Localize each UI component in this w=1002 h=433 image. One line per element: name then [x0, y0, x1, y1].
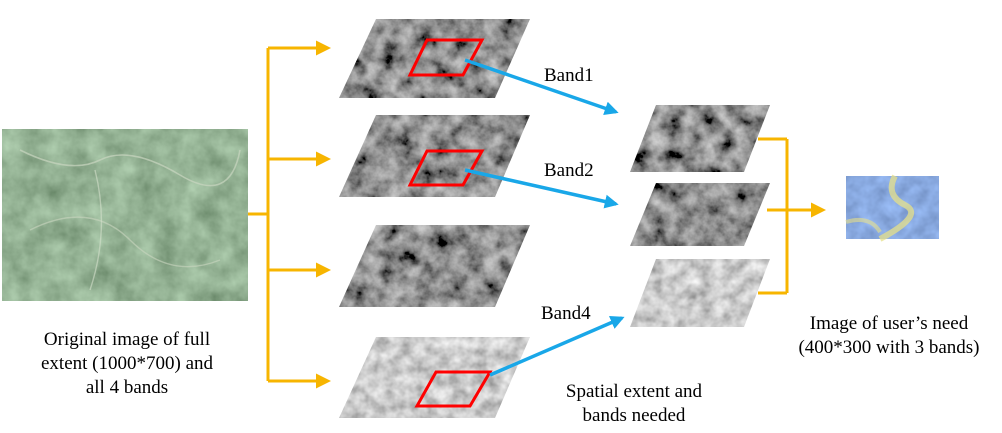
- band2-image: [339, 115, 530, 197]
- source-caption-line1: Original image of full: [43, 329, 211, 350]
- extent-boxes: [407, 38, 493, 408]
- original-image: [2, 129, 248, 301]
- source-caption-line3: all 4 bands: [85, 377, 169, 398]
- band4-label: Band4: [541, 303, 591, 324]
- needed-caption-line1: Spatial extent and: [565, 381, 703, 402]
- subset-band2: [630, 183, 770, 246]
- arrow-extract-band1: [464, 58, 619, 115]
- subset-band1: [630, 105, 770, 172]
- split-arrows: [248, 40, 331, 389]
- band1-image: [339, 19, 530, 98]
- needed-caption: Spatial extent and bands needed: [548, 380, 720, 428]
- extent-box-band1: [407, 38, 485, 77]
- subset-band4: [630, 259, 770, 327]
- extract-arrows: [464, 58, 625, 377]
- extent-box-band4: [414, 370, 493, 408]
- source-caption: Original image of full extent (1000*700)…: [2, 328, 252, 400]
- output-image: [845, 174, 939, 242]
- merge-arrow: [758, 137, 826, 295]
- output-caption: Image of user’s need (400*300 with 3 ban…: [778, 312, 1000, 360]
- output-caption-line1: Image of user’s need: [809, 313, 969, 334]
- band2-label: Band2: [544, 160, 594, 181]
- arrow-extract-band2: [464, 168, 619, 209]
- source-caption-line2: extent (1000*700) and: [40, 353, 213, 374]
- extent-box-band2: [407, 149, 485, 187]
- arrow-extract-band4: [489, 316, 625, 377]
- band3-image: [339, 225, 530, 307]
- output-caption-line2: (400*300 with 3 bands): [798, 337, 980, 358]
- band1-label: Band1: [544, 65, 594, 86]
- band4-image: [339, 337, 530, 418]
- needed-caption-line2: bands needed: [582, 405, 686, 426]
